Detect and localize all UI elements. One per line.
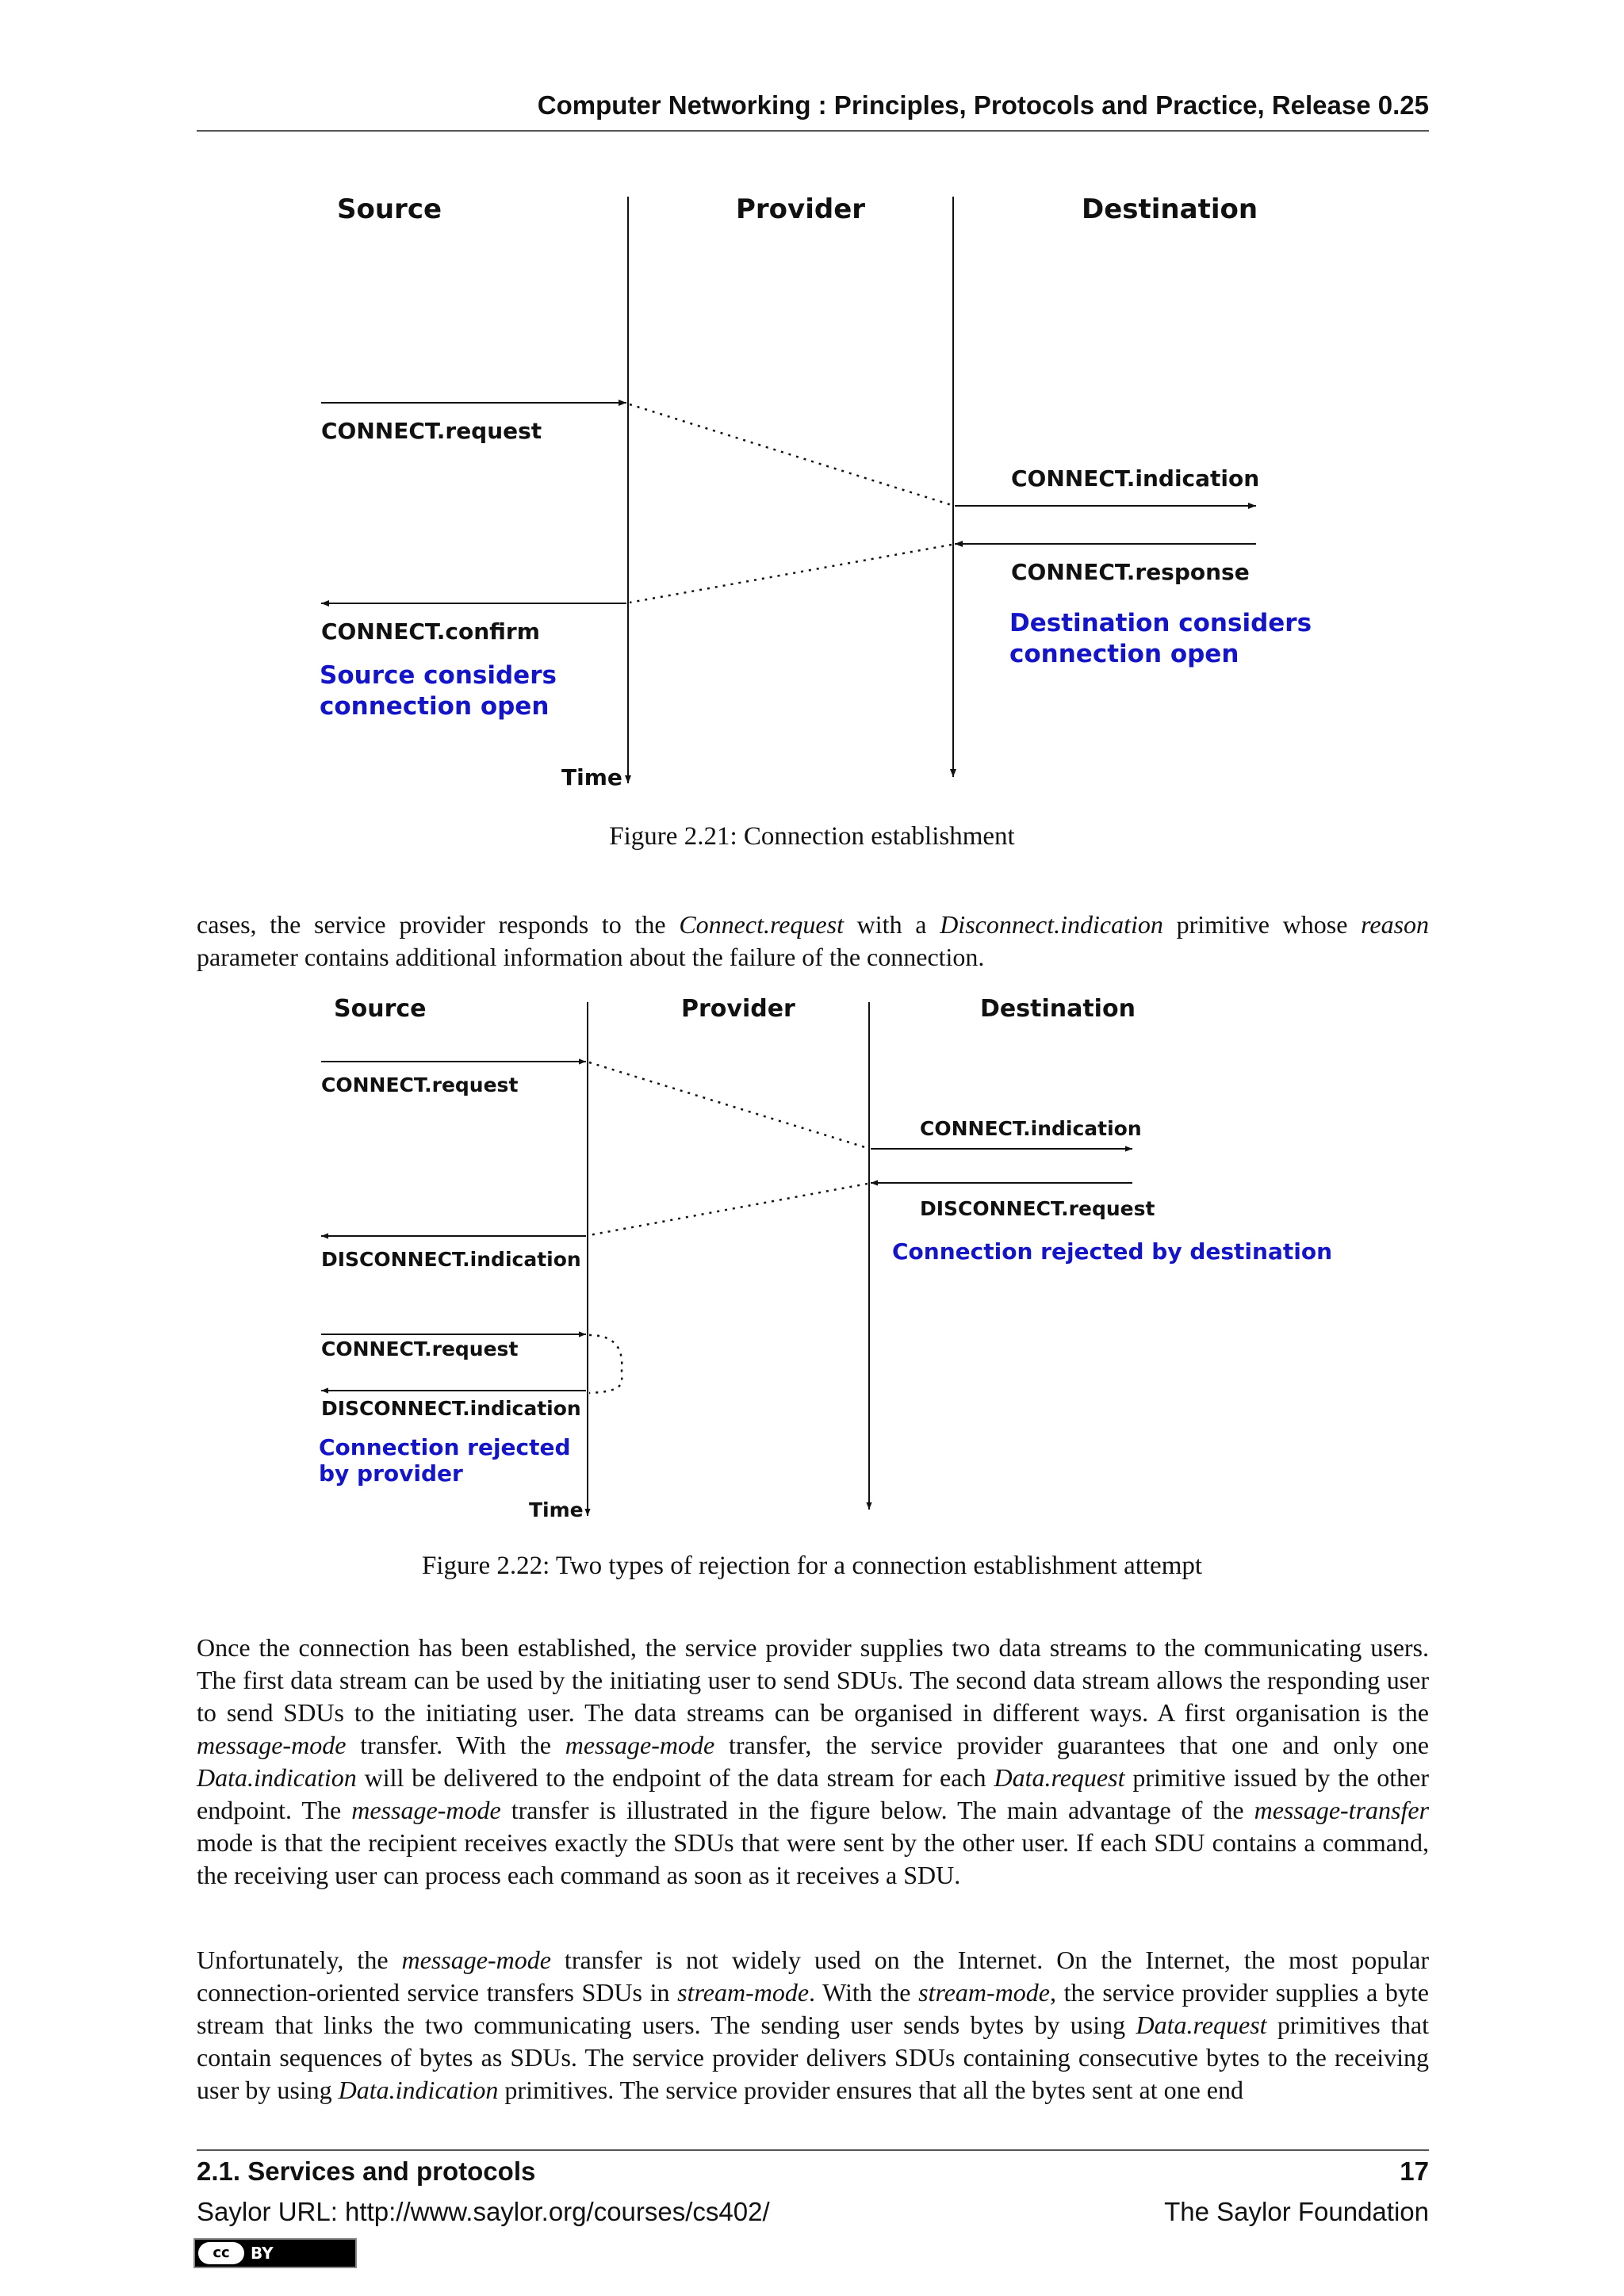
label-connect-confirm: CONNECT.confirm — [321, 618, 540, 645]
note-source-open-2: connection open — [320, 692, 549, 721]
dotted-transit-disconnect — [588, 1182, 868, 1237]
dotted-transit-response — [629, 543, 952, 604]
footer-page-number: 17 — [1400, 2156, 1429, 2186]
label-disconnect-request: DISCONNECT.request — [920, 1197, 1155, 1220]
label-connect-request: CONNECT.request — [321, 418, 542, 444]
cc-by-label: BY — [251, 2244, 274, 2263]
note-rejected-by-provider-2: by provider — [319, 1460, 463, 1487]
paragraph-message-mode: Once the connection has been established… — [197, 1633, 1430, 1889]
footer-section: 2.1. Services and protocols — [197, 2156, 536, 2186]
label-time: Time — [561, 764, 622, 790]
cc-logo-icon: cc — [198, 2242, 244, 2264]
label-connect-indication-2: CONNECT.indication — [920, 1117, 1142, 1140]
footer-rule — [197, 2149, 1429, 2151]
diagram-connection-rejection: Source Provider Destination CONNECT.requ… — [319, 995, 1332, 1521]
heading-provider: Provider — [736, 193, 865, 225]
heading-provider-2: Provider — [681, 995, 795, 1023]
running-header: Computer Networking : Principles, Protoc… — [197, 90, 1429, 132]
label-connect-request-2: CONNECT.request — [321, 1073, 518, 1096]
heading-destination-2: Destination — [980, 995, 1136, 1023]
label-connect-response: CONNECT.response — [1011, 559, 1250, 585]
label-connect-indication: CONNECT.indication — [1011, 465, 1259, 492]
note-rejected-by-destination: Connection rejected by destination — [892, 1238, 1332, 1265]
figure-connection-establishment: Source Provider Destination CONNECT.requ… — [0, 182, 1624, 801]
caption-figure-2-21: Figure 2.21: Connection establishment — [609, 822, 1015, 851]
note-destination-open-2: connection open — [1009, 640, 1239, 668]
caption-figure-2-22: Figure 2.22: Two types of rejection for … — [421, 1552, 1203, 1580]
label-disconnect-indication-2: DISCONNECT.indication — [321, 1397, 581, 1420]
label-connect-request-3: CONNECT.request — [321, 1337, 518, 1360]
dotted-transit-request-2 — [588, 1061, 868, 1150]
paragraph-stream-mode: Unfortunately, the message-mode transfer… — [197, 1946, 1430, 2104]
cc-license-badge: cc BY — [193, 2238, 357, 2268]
diagram-connection-establishment: Source Provider Destination CONNECT.requ… — [320, 193, 1312, 790]
note-rejected-by-provider-1: Connection rejected — [319, 1434, 571, 1460]
paragraph-rejection-cases: cases, the service provider responds to … — [197, 910, 1430, 971]
label-disconnect-indication: DISCONNECT.indication — [321, 1248, 581, 1271]
label-time-2: Time — [529, 1498, 584, 1521]
figure-connection-rejection: Source Provider Destination CONNECT.requ… — [0, 991, 1624, 1530]
note-source-open-1: Source considers — [320, 661, 557, 690]
heading-source-2: Source — [334, 995, 427, 1023]
heading-destination: Destination — [1082, 193, 1258, 225]
footer-url: Saylor URL: http://www.saylor.org/course… — [197, 2197, 770, 2226]
footer-organization: The Saylor Foundation — [1164, 2197, 1429, 2226]
dotted-provider-loop — [588, 1334, 623, 1395]
dotted-transit-request — [629, 403, 952, 507]
heading-source: Source — [337, 193, 442, 225]
note-destination-open-1: Destination considers — [1009, 609, 1312, 637]
header-title: Computer Networking : Principles, Protoc… — [537, 90, 1429, 120]
